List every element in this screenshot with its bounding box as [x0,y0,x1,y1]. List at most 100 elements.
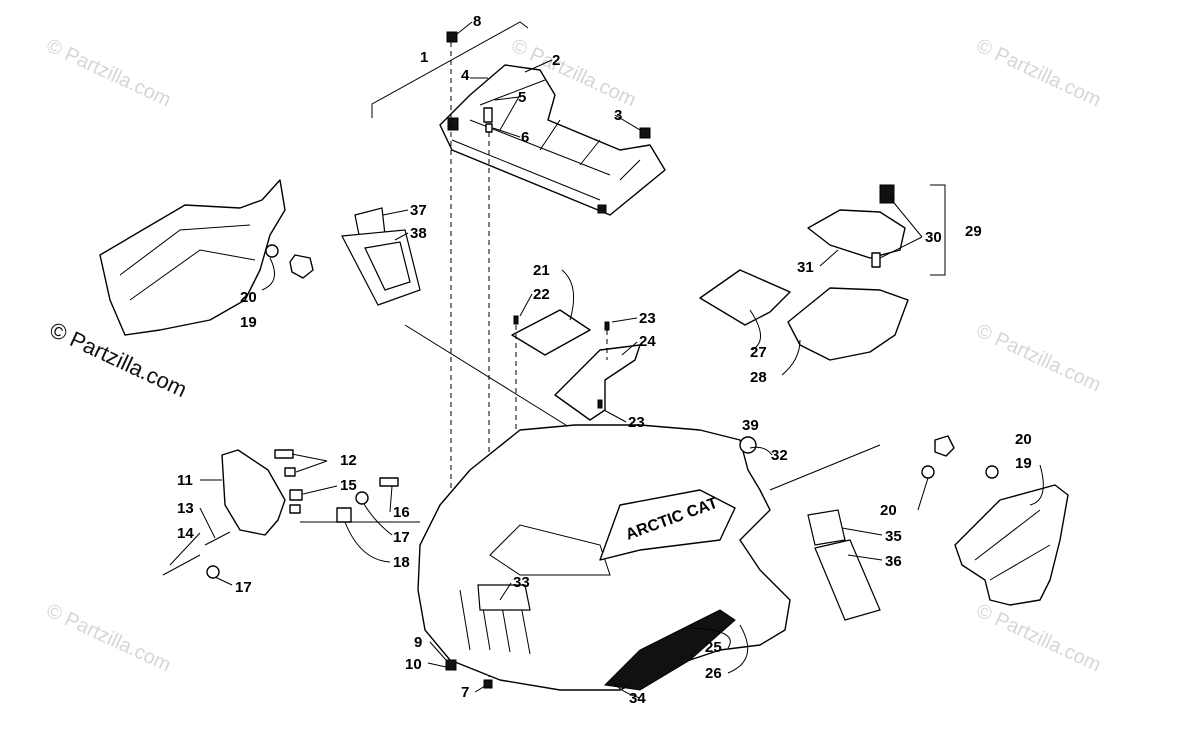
rack-rails [451,79,641,201]
callout: 37 [410,202,427,219]
watermark: © Partzilla.com [43,600,174,677]
rack-assembly [371,21,666,680]
panel-19-left [99,179,286,336]
washer-17 [355,491,369,505]
callout: 19 [240,314,257,331]
callout: 11 [177,472,193,489]
callout: 4 [461,67,470,84]
bushing-4 [483,107,493,123]
decal-35-36 [341,207,591,441]
callout: 20 [1015,431,1032,448]
callout: 5 [518,89,526,106]
center-panels [511,309,641,560]
callout: 9 [414,634,422,651]
callout: 8 [473,13,481,30]
grommet-20 [265,244,279,258]
callout: 15 [340,477,357,494]
storage-recess [489,524,611,576]
tray-25 [699,269,791,326]
callout: 7 [461,684,469,701]
callout: 1 [420,49,428,66]
lid-29 [807,209,906,259]
watermark: © Partzilla.com [973,320,1104,397]
grommet-15 [289,489,303,501]
panel-24 [554,344,641,421]
bracket-27 [930,184,946,276]
callout: 14 [177,525,194,542]
callout: 25 [705,639,722,656]
screw-23 [597,399,603,409]
callout-leaders [169,21,1044,699]
callout: 30 [925,229,942,246]
screw-12 [274,449,294,459]
leader [404,324,591,441]
washer-6 [485,123,493,133]
screw-23 [604,321,610,331]
screw-13 [162,554,201,576]
callout: 17 [393,529,410,546]
bolt-16 [379,477,399,487]
right-side-panel [769,435,1069,621]
callout: 28 [750,369,767,386]
callout: 23 [628,414,645,431]
panel-22 [511,309,591,356]
callout: 34 [629,690,646,707]
nut-20 [934,435,955,457]
stripe-31 [603,609,736,691]
headlight-assembly [162,449,420,579]
watermark: © Partzilla.com [43,35,174,112]
callout: 10 [405,656,422,673]
leader [769,444,881,491]
callout: 19 [1015,455,1032,472]
screw-12b [284,467,296,477]
callout: 20 [240,289,257,306]
callout: 2 [552,52,560,69]
panel-lines [974,509,1051,581]
grommet-30 [739,436,757,454]
watermark: © Partzilla.com [973,600,1104,677]
callout: 29 [965,223,982,240]
cap-rack-left [447,117,459,131]
callout: 20 [880,502,897,519]
nut-7 [483,679,493,689]
bushing-18 [336,507,352,523]
callout: 36 [885,553,902,570]
callout: 38 [410,225,427,242]
spring-14 [204,531,231,546]
callout: 12 [340,452,357,469]
callout: 33 [513,574,530,591]
decal-33 [807,509,846,546]
callout: 23 [639,310,656,327]
callout: 26 [705,665,722,682]
callout: 31 [797,259,814,276]
cap-rack-front [597,204,607,214]
bolt-8 [446,31,458,43]
callout: 39 [742,417,759,434]
headlight-11 [221,449,286,536]
callouts: 8 1 2 4 5 3 6 37 38 20 19 21 22 23 24 23… [177,13,1032,707]
box-26 [787,287,909,361]
grommet-20 [921,465,935,479]
left-side-panel [99,179,314,336]
washer-17b [206,565,220,579]
grommet-20 [985,465,999,479]
cap-3 [639,127,651,139]
panel-19-right [954,484,1069,606]
callout: 3 [614,107,622,124]
callout: 13 [177,500,194,517]
nut-15 [289,504,301,514]
screw-23 [513,315,519,325]
front-fender: ARCTIC CAT [417,424,791,691]
callout: 21 [533,262,550,279]
callout: 27 [750,344,767,361]
panel-lines [119,224,256,301]
pin-28 [871,252,881,268]
callout: 32 [771,447,788,464]
decal-36-inner [364,241,411,291]
nut-20 [289,254,314,279]
storage-assembly [699,184,946,361]
callout: 17 [235,579,252,596]
grille [459,589,531,655]
callout: 22 [533,286,550,303]
